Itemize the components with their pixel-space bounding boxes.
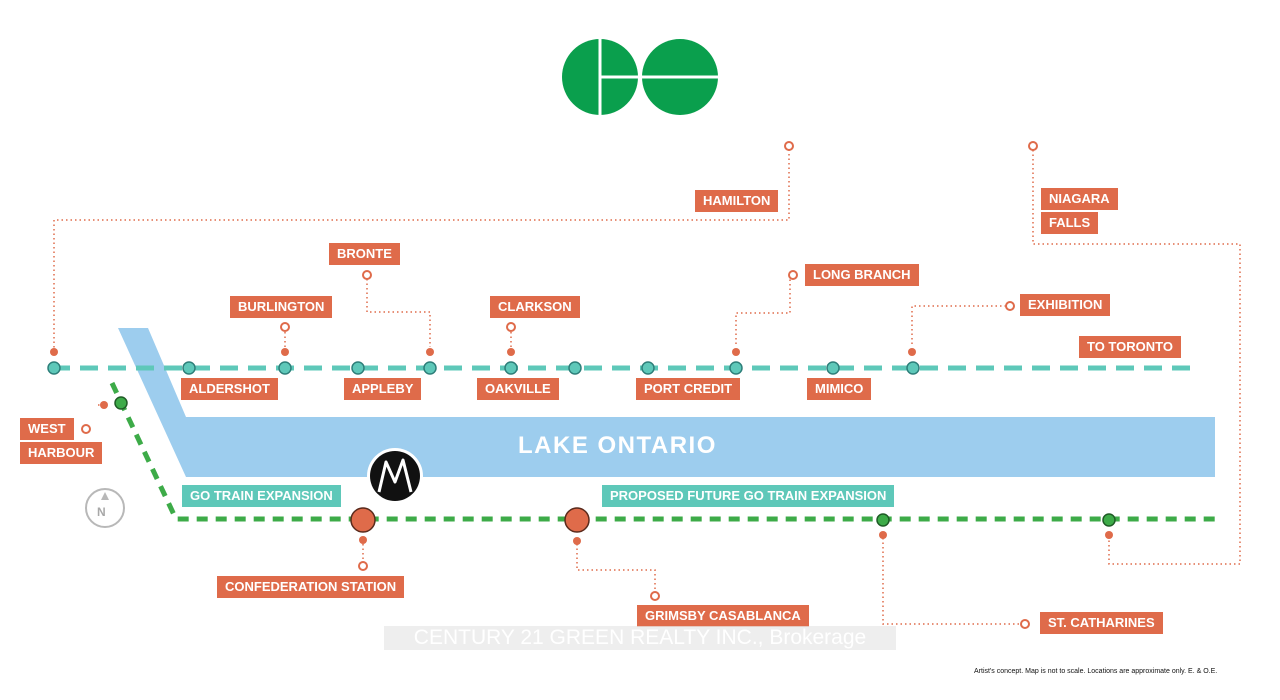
compass-icon bbox=[85, 488, 125, 528]
lake-ontario-shape bbox=[118, 328, 1215, 477]
station-port-credit: PORT CREDIT bbox=[636, 378, 741, 400]
development-m-marker bbox=[367, 448, 423, 504]
station-mimico: MIMICO bbox=[807, 378, 872, 400]
leader-end-circles bbox=[81, 141, 1038, 629]
leader-lines bbox=[53, 150, 1241, 625]
major-stations bbox=[350, 507, 590, 533]
lake-ontario-label: LAKE ONTARIO bbox=[518, 432, 717, 459]
expansion-stations bbox=[114, 396, 1116, 527]
station-clarkson: CLARKSON bbox=[490, 296, 580, 318]
disclaimer-text: Artist's concept. Map is not to scale. L… bbox=[974, 668, 1218, 675]
station-bronte: BRONTE bbox=[329, 243, 400, 265]
station-falls: FALLS bbox=[1041, 212, 1099, 234]
station-niagara: NIAGARA bbox=[1041, 188, 1118, 210]
station-confederation: CONFEDERATION STATION bbox=[217, 576, 405, 598]
station-exhibition: EXHIBITION bbox=[1020, 294, 1111, 316]
station-st-catharines: ST. CATHARINES bbox=[1040, 612, 1163, 634]
proposed-expansion-label: PROPOSED FUTURE GO TRAIN EXPANSION bbox=[602, 485, 895, 507]
go-transit-logo bbox=[562, 37, 720, 118]
station-long-branch: LONG BRANCH bbox=[805, 264, 919, 286]
station-aldershot: ALDERSHOT bbox=[181, 378, 278, 400]
go-train-expansion-label: GO TRAIN EXPANSION bbox=[182, 485, 341, 507]
station-west: WEST bbox=[20, 418, 74, 440]
station-burlington: BURLINGTON bbox=[230, 296, 333, 318]
lakeshore-stations bbox=[47, 361, 920, 375]
brokerage-watermark: CENTURY 21 GREEN REALTY INC., Brokerage bbox=[384, 626, 896, 650]
station-harbour: HARBOUR bbox=[20, 442, 103, 464]
compass-north-letter: N bbox=[97, 505, 106, 519]
station-appleby: APPLEBY bbox=[344, 378, 422, 400]
to-toronto-label: TO TORONTO bbox=[1079, 336, 1181, 358]
leader-dots bbox=[50, 348, 1113, 545]
station-oakville: OAKVILLE bbox=[477, 378, 559, 400]
station-hamilton: HAMILTON bbox=[695, 190, 779, 212]
go-expansion-line bbox=[109, 381, 1215, 522]
station-grimsby-casablanca: GRIMSBY CASABLANCA bbox=[637, 605, 809, 627]
